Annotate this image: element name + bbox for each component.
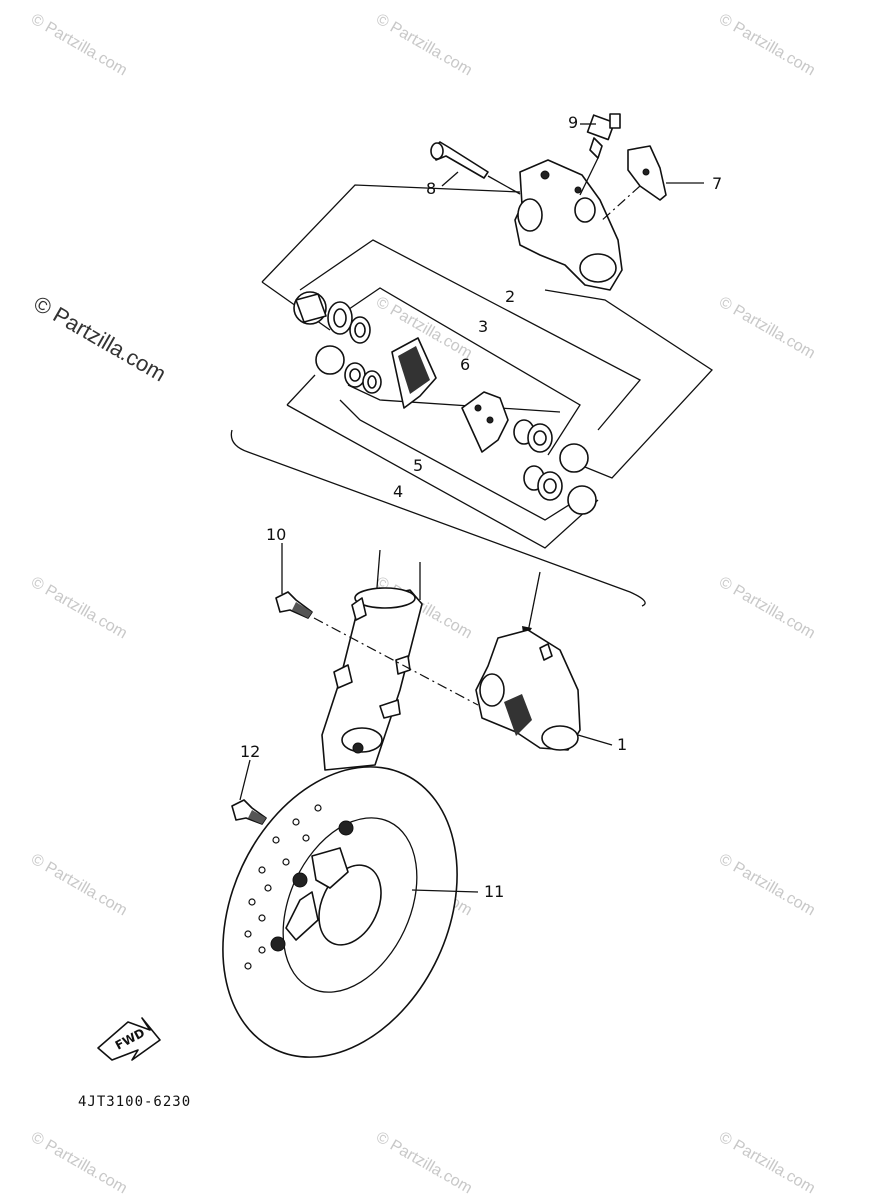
- callout-1: 1: [617, 735, 627, 754]
- watermark: © Partzilla.com: [716, 574, 818, 643]
- group-brace: [230, 429, 646, 607]
- callout-11: 11: [484, 882, 504, 901]
- watermark: © Partzilla.com: [716, 1129, 818, 1198]
- disc-bolt: [231, 799, 267, 825]
- watermark: © Partzilla.com: [716, 294, 818, 363]
- watermark: © Partzilla.com: [716, 11, 818, 80]
- watermark: © Partzilla.com: [28, 851, 130, 920]
- watermark-large: © Partzilla.com: [30, 291, 171, 387]
- watermark: © Partzilla.com: [28, 11, 130, 80]
- callout-8: 8: [426, 179, 436, 198]
- callout-4: 4: [393, 482, 403, 501]
- pad-pin-bolt: [430, 141, 521, 195]
- caliper-body-exploded: [514, 159, 623, 291]
- callout-3: 3: [478, 317, 488, 336]
- callout-5: 5: [413, 456, 423, 475]
- brake-pads: [391, 337, 509, 453]
- support-plate: [599, 145, 667, 223]
- pistons-seals-right: [513, 419, 597, 515]
- watermark-layer: © Partzilla.com © Partzilla.com © Partzi…: [28, 11, 818, 1198]
- pistons-seals-left: [293, 291, 382, 394]
- fwd-arrow-icon: FWD: [97, 1017, 161, 1061]
- front-fork-leg: [321, 549, 423, 771]
- callout-10: 10: [266, 525, 286, 544]
- watermark: © Partzilla.com: [28, 1129, 130, 1198]
- figure-code: 4JT3100-6230: [78, 1094, 191, 1110]
- bleed-screw: [579, 113, 621, 196]
- callout-9: 9: [568, 113, 578, 132]
- callout-2: 2: [505, 287, 515, 306]
- watermark: © Partzilla.com: [373, 11, 475, 80]
- watermark: © Partzilla.com: [373, 1129, 475, 1198]
- callout-labels: 1 2 3 4 5 6 7 8 9 10 11 12: [240, 113, 722, 901]
- callout-7: 7: [712, 174, 722, 193]
- brake-disc: [222, 766, 479, 1058]
- brake-caliper-assembly: [475, 629, 613, 751]
- watermark: © Partzilla.com: [28, 574, 130, 643]
- callout-leaders: [239, 123, 704, 801]
- caliper-mount-bolt: [275, 591, 479, 706]
- watermark: © Partzilla.com: [716, 851, 818, 920]
- group-arrow-line: [527, 571, 541, 633]
- callout-12: 12: [240, 742, 260, 761]
- callout-6: 6: [460, 355, 470, 374]
